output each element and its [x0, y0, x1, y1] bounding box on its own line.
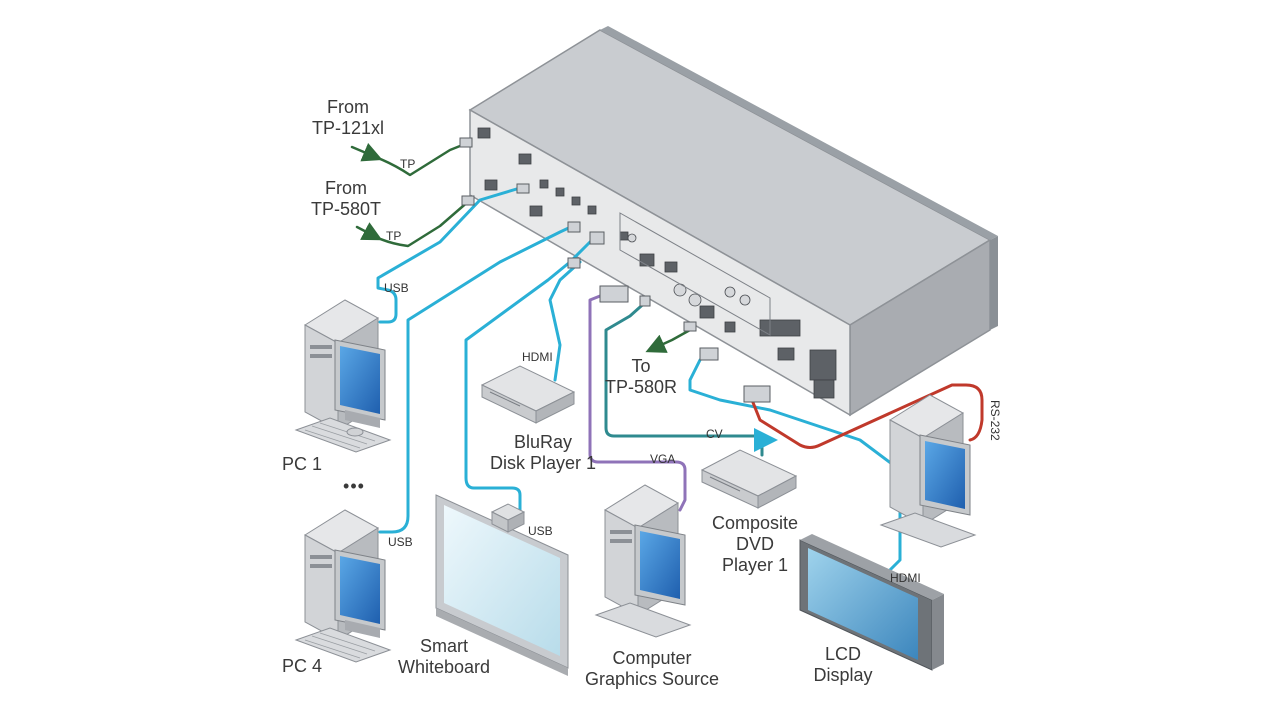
hdmi-lcd-tag: HDMI — [890, 571, 921, 585]
hdmi-bluray-tag: HDMI — [522, 350, 553, 364]
bluray-line1: BluRay — [513, 432, 573, 452]
from-tp580t-line1: From — [325, 178, 367, 198]
lcd-line2: Display — [813, 665, 873, 685]
usb-pc4-tag: USB — [388, 535, 413, 549]
ellipsis-label: ••• — [343, 476, 365, 496]
from-tp580t-label: From TP-580T — [298, 178, 394, 220]
lcd-line1: LCD — [824, 644, 861, 664]
composite-dvd-line1: Composite — [711, 513, 799, 533]
rs232-cable-tag: RS-232 — [988, 400, 1002, 441]
usb-pc1-tag: USB — [384, 281, 409, 295]
lcd-label: LCD Display — [798, 644, 888, 686]
from-tp121-label: From TP-121xl — [300, 97, 396, 139]
computer-graphics-line1: Computer — [612, 648, 692, 668]
bluray-label: BluRay Disk Player 1 — [478, 432, 608, 474]
from-tp121-line1: From — [327, 97, 369, 117]
rs232-controller-computer — [879, 394, 977, 548]
computer-graphics-line2: Graphics Source — [584, 669, 720, 689]
usb-whiteboard-tag: USB — [528, 524, 553, 538]
cable-plugs — [459, 137, 771, 403]
graphics-source-computer — [594, 484, 692, 638]
to-tp580r-line1: To — [631, 356, 651, 376]
cv-cable-tag: CV — [706, 427, 723, 441]
switcher-device — [468, 26, 998, 417]
computer-graphics-label: Computer Graphics Source — [572, 648, 732, 690]
lcd-display — [799, 534, 944, 671]
composite-dvd-line2: DVD — [735, 534, 774, 554]
tp-cable-tag-1: TP — [400, 157, 416, 171]
composite-dvd-label: Composite DVD Player 1 — [700, 513, 810, 576]
tp-cable-tag-2: TP — [386, 229, 402, 243]
from-tp121-line2: TP-121xl — [311, 118, 385, 138]
from-tp580t-line2: TP-580T — [310, 199, 382, 219]
smart-whiteboard-line2: Whiteboard — [397, 657, 491, 677]
composite-dvd-player — [700, 449, 798, 509]
to-tp580r-label: To TP-580R — [598, 356, 684, 398]
to-tp580r-line2: TP-580R — [604, 377, 678, 397]
pc1-label: PC 1 — [282, 454, 323, 474]
pc4-label: PC 4 — [282, 656, 323, 676]
bluray-player — [480, 365, 576, 424]
smart-whiteboard — [435, 494, 569, 676]
pc1-computer — [294, 299, 392, 453]
pc4-computer — [294, 509, 392, 663]
smart-whiteboard-line1: Smart — [419, 636, 468, 656]
vga-cable-tag: VGA — [650, 452, 676, 466]
composite-dvd-line3: Player 1 — [721, 555, 789, 575]
smart-whiteboard-label: Smart Whiteboard — [384, 636, 504, 678]
bluray-line2: Disk Player 1 — [489, 453, 597, 473]
cables — [350, 140, 984, 580]
